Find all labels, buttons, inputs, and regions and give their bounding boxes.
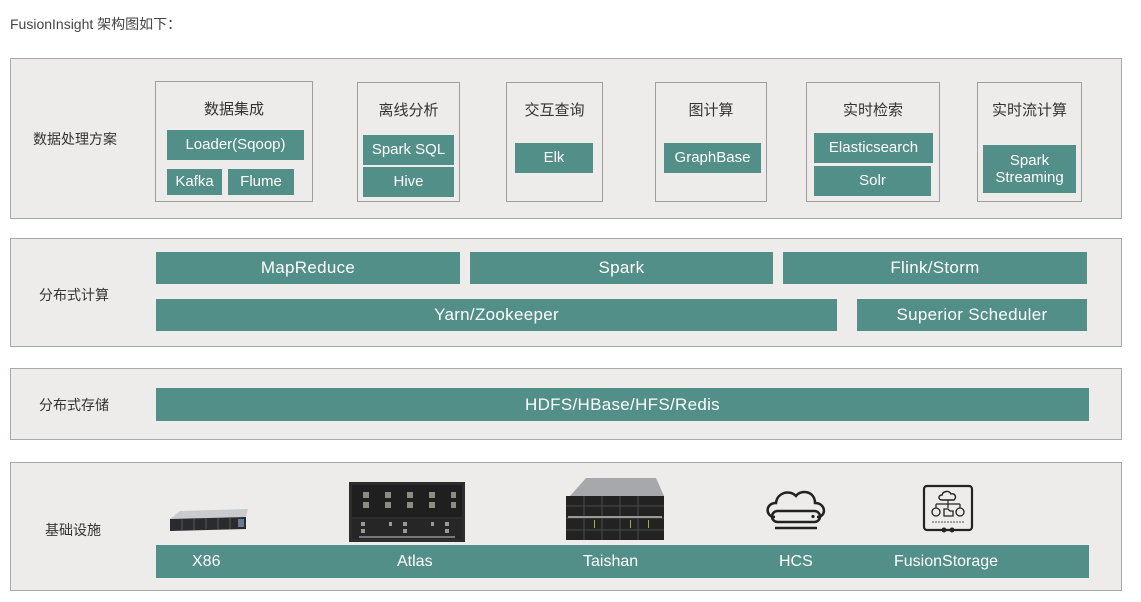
tile-yarn-zookeeper[interactable]: Yarn/Zookeeper (156, 299, 837, 331)
tile-graphbase[interactable]: GraphBase (664, 143, 761, 173)
infra-label-x86[interactable]: X86 (192, 553, 221, 570)
layer-distributed-storage: 分布式存储 HDFS/HBase/HFS/Redis (10, 368, 1122, 440)
tile-solr[interactable]: Solr (814, 166, 931, 196)
group-title: 交互查询 (524, 102, 585, 119)
group-realtime-search: 实时检索 Elasticsearch Solr (806, 82, 940, 202)
tile-elasticsearch[interactable]: Elasticsearch (814, 133, 933, 163)
infra-label-fusionstorage[interactable]: FusionStorage (894, 553, 999, 570)
group-data-integration: 数据集成 Loader(Sqoop) Kafka Flume (155, 81, 313, 202)
group-stream-computing: 实时流计算 Spark Streaming (977, 82, 1082, 202)
layer-label: 分布式存储 (39, 397, 109, 413)
fusionstorage-icon (922, 484, 976, 536)
group-interactive-query: 交互查询 Elk (506, 82, 603, 202)
group-title: 实时流计算 (991, 102, 1067, 119)
group-title: 数据集成 (203, 101, 264, 118)
tile-hdfs-hbase-hfs-redis[interactable]: HDFS/HBase/HFS/Redis (156, 388, 1089, 421)
infra-label-taishan[interactable]: Taishan (583, 553, 639, 570)
atlas-server-icon (349, 482, 465, 542)
group-title: 实时检索 (842, 102, 903, 119)
tile-spark-sql[interactable]: Spark SQL (363, 135, 454, 165)
layer-label: 分布式计算 (39, 287, 109, 303)
tile-flink-storm[interactable]: Flink/Storm (783, 252, 1087, 284)
intro-text: FusionInsight 架构图如下： (10, 16, 182, 32)
tile-hive[interactable]: Hive (363, 167, 454, 197)
group-offline-analysis: 离线分析 Spark SQL Hive (357, 82, 460, 202)
infra-label-hcs[interactable]: HCS (779, 553, 813, 570)
layer-infrastructure: 基础设施 (10, 462, 1122, 591)
cloud-storage-icon (763, 487, 829, 533)
tile-flume[interactable]: Flume (228, 169, 294, 195)
layer-label: 基础设施 (45, 522, 101, 538)
layer-label: 数据处理方案 (33, 131, 117, 147)
infra-label-atlas[interactable]: Atlas (397, 553, 433, 570)
group-title: 离线分析 (378, 102, 439, 119)
tile-mapreduce[interactable]: MapReduce (156, 252, 460, 284)
tile-superior-scheduler[interactable]: Superior Scheduler (857, 299, 1087, 331)
tile-kafka[interactable]: Kafka (167, 169, 222, 195)
infra-bar (156, 545, 1089, 578)
tile-spark[interactable]: Spark (470, 252, 773, 284)
group-title: 图计算 (688, 102, 734, 119)
tile-spark-streaming[interactable]: Spark Streaming (983, 145, 1076, 193)
layer-distributed-computing: 分布式计算 MapReduce Spark Flink/Storm Yarn/Z… (10, 238, 1122, 347)
group-graph-computing: 图计算 GraphBase (655, 82, 767, 202)
layer-data-processing: 数据处理方案 数据集成 Loader(Sqoop) Kafka Flume 离线… (10, 58, 1122, 219)
rack-server-1u-icon (168, 507, 250, 535)
tile-elk[interactable]: Elk (515, 143, 593, 173)
taishan-server-icon (564, 476, 666, 542)
tile-loader-sqoop[interactable]: Loader(Sqoop) (167, 130, 304, 160)
